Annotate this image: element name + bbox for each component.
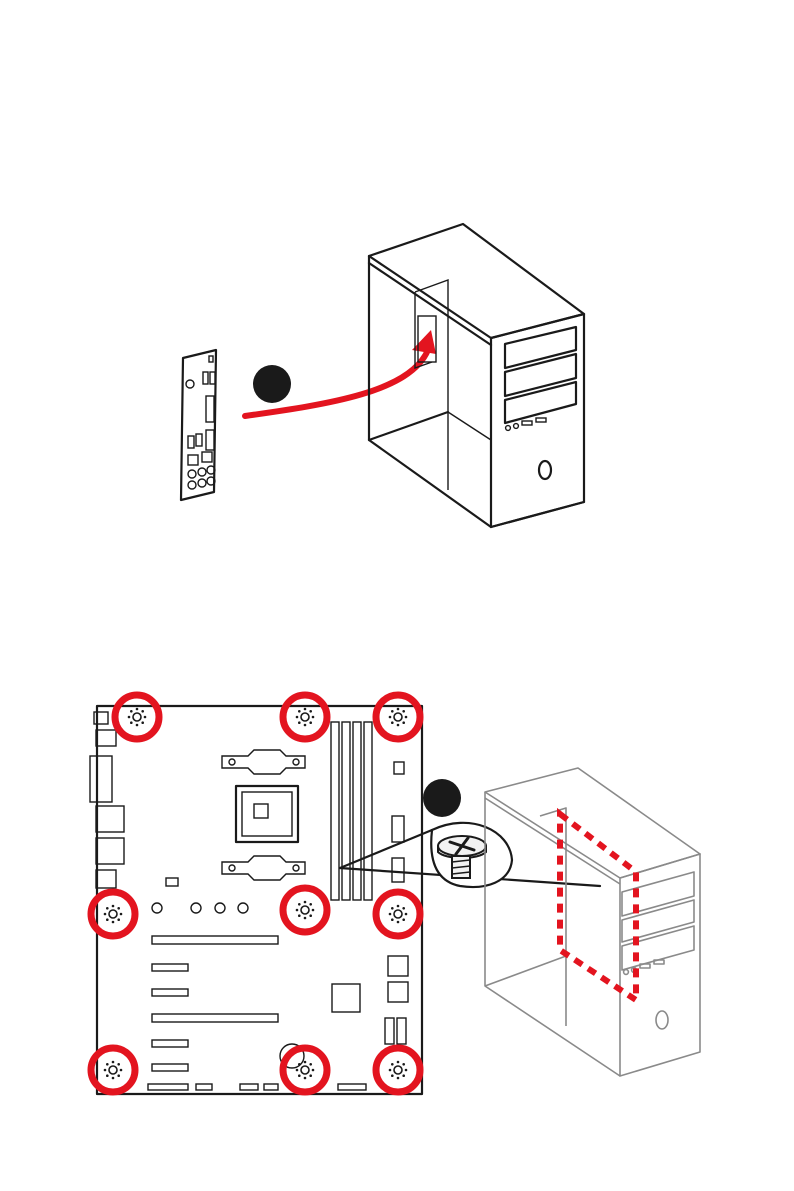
standoff-dot bbox=[106, 918, 109, 921]
standoff-dot bbox=[296, 909, 299, 912]
standoff-dot bbox=[397, 921, 400, 924]
standoff-dot bbox=[304, 724, 307, 727]
standoff-dot bbox=[298, 1063, 301, 1066]
standoff-dot bbox=[112, 921, 115, 924]
mounting-hole-ring bbox=[283, 1048, 327, 1092]
standoff-dot bbox=[136, 724, 139, 727]
mounting-hole-ring bbox=[376, 695, 420, 739]
step-1-marker bbox=[253, 365, 291, 403]
standoff-dot bbox=[304, 1077, 307, 1080]
standoff-dot bbox=[391, 1074, 394, 1077]
standoff-dot bbox=[405, 913, 408, 916]
standoff-dot bbox=[141, 710, 144, 713]
standoff-dot bbox=[391, 907, 394, 910]
standoff-dot bbox=[298, 721, 301, 724]
standoff-dot bbox=[296, 716, 299, 719]
standoff-dot bbox=[402, 907, 405, 910]
mounting-holes bbox=[91, 695, 420, 1092]
standoff-dot bbox=[120, 1069, 123, 1072]
io-shield bbox=[181, 350, 216, 500]
standoff-dot bbox=[117, 1074, 120, 1077]
step-2-marker bbox=[423, 779, 461, 817]
standoff-dot bbox=[391, 721, 394, 724]
standoff-icon bbox=[133, 713, 141, 721]
standoff-dot bbox=[389, 1069, 392, 1072]
standoff-dot bbox=[141, 721, 144, 724]
standoff-icon bbox=[301, 1066, 309, 1074]
standoff-dot bbox=[128, 716, 131, 719]
standoff-dot bbox=[405, 716, 408, 719]
standoff-dot bbox=[304, 708, 307, 711]
standoff-dot bbox=[106, 1063, 109, 1066]
standoff-dot bbox=[397, 724, 400, 727]
pc-case-gray bbox=[485, 768, 700, 1076]
mounting-hole-ring bbox=[283, 695, 327, 739]
mounting-area-outline bbox=[560, 814, 636, 1000]
standoff-dot bbox=[296, 1069, 299, 1072]
standoff-dot bbox=[304, 1061, 307, 1064]
standoff-dot bbox=[405, 1069, 408, 1072]
mounting-hole-ring bbox=[283, 888, 327, 932]
standoff-icon bbox=[301, 906, 309, 914]
standoff-icon bbox=[394, 1066, 402, 1074]
standoff-dot bbox=[112, 1077, 115, 1080]
standoff-dot bbox=[309, 710, 312, 713]
standoff-dot bbox=[120, 913, 123, 916]
standoff-dot bbox=[389, 913, 392, 916]
standoff-dot bbox=[304, 901, 307, 904]
standoff-dot bbox=[312, 1069, 315, 1072]
motherboard bbox=[90, 706, 422, 1094]
standoff-dot bbox=[389, 716, 392, 719]
standoff-dot bbox=[144, 716, 147, 719]
standoff-dot bbox=[309, 914, 312, 917]
standoff-dot bbox=[402, 1063, 405, 1066]
standoff-dot bbox=[117, 918, 120, 921]
standoff-dot bbox=[402, 710, 405, 713]
standoff-dot bbox=[309, 903, 312, 906]
standoff-dot bbox=[298, 1074, 301, 1077]
standoff-dot bbox=[117, 907, 120, 910]
standoff-icon bbox=[109, 1066, 117, 1074]
standoff-dot bbox=[130, 710, 133, 713]
mounting-hole-ring bbox=[376, 892, 420, 936]
standoff-dot bbox=[104, 913, 107, 916]
standoff-dot bbox=[136, 708, 139, 711]
standoff-dot bbox=[391, 1063, 394, 1066]
standoff-icon bbox=[394, 910, 402, 918]
standoff-dot bbox=[106, 1074, 109, 1077]
standoff-dot bbox=[104, 1069, 107, 1072]
standoff-icon bbox=[394, 713, 402, 721]
mounting-hole-ring bbox=[115, 695, 159, 739]
standoff-dot bbox=[112, 905, 115, 908]
standoff-dot bbox=[309, 721, 312, 724]
standoff-dot bbox=[130, 721, 133, 724]
standoff-dot bbox=[309, 1074, 312, 1077]
standoff-dot bbox=[397, 708, 400, 711]
standoff-dot bbox=[397, 1077, 400, 1080]
standoff-dot bbox=[397, 905, 400, 908]
standoff-dot bbox=[298, 914, 301, 917]
standoff-dot bbox=[106, 907, 109, 910]
standoff-dot bbox=[402, 1074, 405, 1077]
standoff-dot bbox=[402, 721, 405, 724]
standoff-icon bbox=[109, 910, 117, 918]
standoff-icon bbox=[301, 713, 309, 721]
standoff-dot bbox=[112, 1061, 115, 1064]
standoff-dot bbox=[312, 909, 315, 912]
standoff-dot bbox=[304, 917, 307, 920]
standoff-dot bbox=[117, 1063, 120, 1066]
standoff-dot bbox=[391, 918, 394, 921]
standoff-dot bbox=[397, 1061, 400, 1064]
mounting-hole-ring bbox=[376, 1048, 420, 1092]
standoff-dot bbox=[391, 710, 394, 713]
standoff-dot bbox=[298, 710, 301, 713]
standoff-dot bbox=[312, 716, 315, 719]
standoff-dot bbox=[309, 1063, 312, 1066]
standoff-dot bbox=[402, 918, 405, 921]
standoff-dot bbox=[298, 903, 301, 906]
